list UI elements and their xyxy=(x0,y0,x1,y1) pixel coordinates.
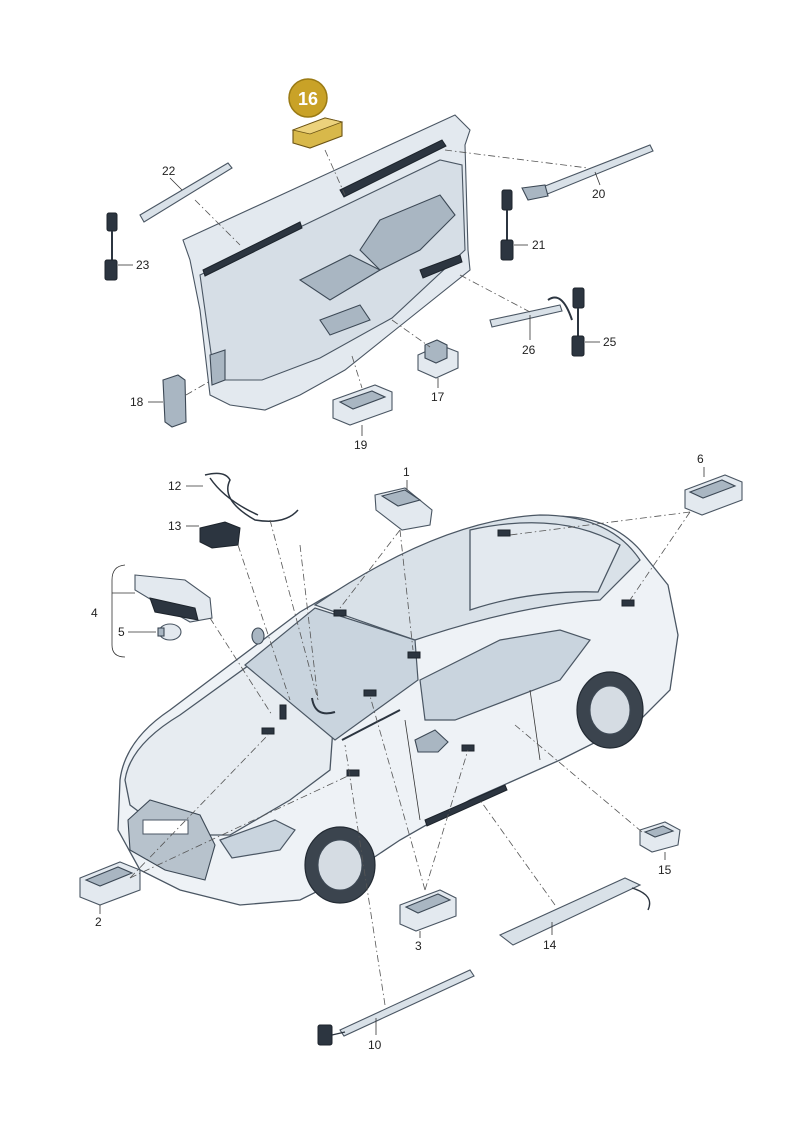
part-20-light-strip: 20 xyxy=(521,144,654,201)
part-1-lamp: 1 xyxy=(374,465,433,531)
part-26-light-strip: 26 xyxy=(489,296,573,357)
part-13-lamp: 13 xyxy=(168,519,241,549)
callout-label-6: 6 xyxy=(697,452,704,466)
callout-label-15: 15 xyxy=(658,863,672,877)
part-21-connector: 21 xyxy=(500,189,546,261)
part-14-sill-trim: 14 xyxy=(498,877,651,952)
part-10-light-strip: 10 xyxy=(317,969,475,1052)
part-12-light-guide: 12 xyxy=(168,472,299,522)
part-22-light-strip: 22 xyxy=(139,162,233,223)
callout-label-25: 25 xyxy=(603,335,617,349)
part-4-lamp: 4 xyxy=(91,564,213,658)
part-3-lamp: 3 xyxy=(399,889,457,953)
callout-label-22: 22 xyxy=(162,164,176,178)
part-19-lamp: 19 xyxy=(332,384,393,452)
callout-label-13: 13 xyxy=(168,519,182,533)
callout-label-2: 2 xyxy=(95,915,102,929)
callout-label-19: 19 xyxy=(354,438,368,452)
part-6-lamp: 6 xyxy=(684,452,743,516)
callout-label-14: 14 xyxy=(543,938,557,952)
part-2-lamp: 2 xyxy=(79,861,141,929)
callout-label-4: 4 xyxy=(91,606,98,620)
callout-label-17: 17 xyxy=(431,390,445,404)
part-17-switch: 17 xyxy=(417,339,459,404)
car-body xyxy=(117,514,679,906)
callout-label-16: 16 xyxy=(298,89,318,109)
callout-label-12: 12 xyxy=(168,479,182,493)
callout-badge-16[interactable] xyxy=(288,78,328,118)
callout-label-20: 20 xyxy=(592,187,606,201)
part-5-bulb: 5 xyxy=(118,623,182,641)
callout-label-21: 21 xyxy=(532,238,546,252)
callout-label-1: 1 xyxy=(403,465,410,479)
callout-label-10: 10 xyxy=(368,1038,382,1052)
part-25-connector: 25 xyxy=(571,287,617,357)
part-23-connector: 23 xyxy=(104,212,150,281)
callout-label-26: 26 xyxy=(522,343,536,357)
callout-label-23: 23 xyxy=(136,258,150,272)
part-18-lamp: 18 xyxy=(130,374,187,428)
highlighted-part-16[interactable]: 16 xyxy=(288,78,344,149)
door-trim-panel xyxy=(182,114,471,411)
part-15-lamp: 15 xyxy=(639,821,681,877)
callout-label-3: 3 xyxy=(415,939,422,953)
callout-label-18: 18 xyxy=(130,395,144,409)
callout-label-5: 5 xyxy=(118,625,125,639)
